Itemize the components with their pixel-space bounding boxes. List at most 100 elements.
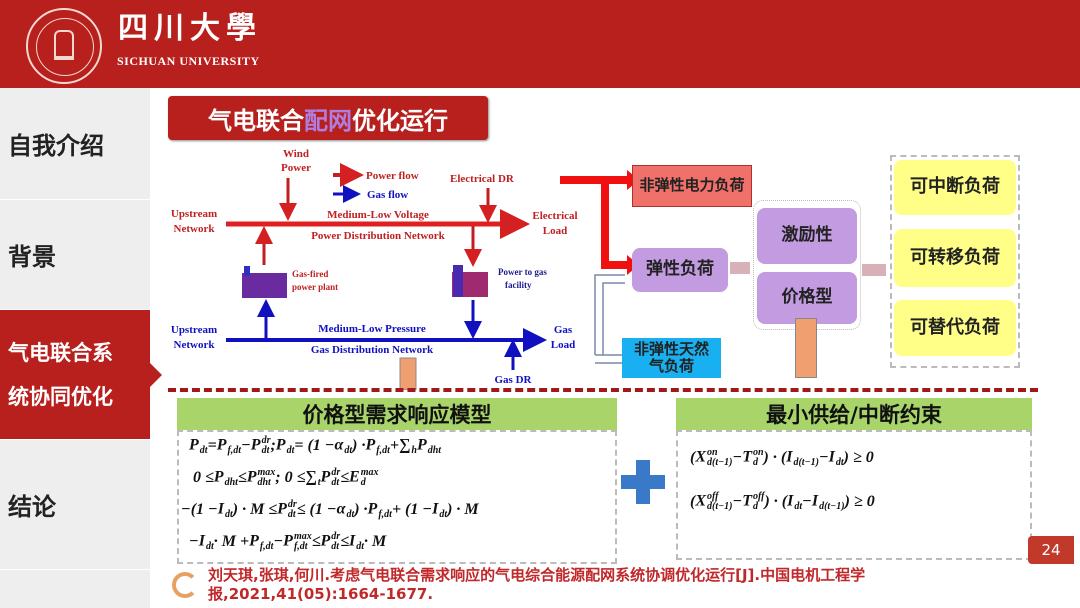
formula-token: ) ≥ 0 [843,448,874,466]
formula-token: · M + [213,532,250,550]
formula-token: − [189,532,199,550]
formula-token: α dt [336,500,355,520]
electrical-load-label: Electrical [532,210,577,222]
price-type-box: 价格型 [757,272,857,324]
shiftable-load-box: 可转移负荷 [894,229,1016,287]
citation-line: 刘天琪,张琪,何川.考虑气电联合需求响应的气电综合能源配网系统协调优化运行[J]… [208,566,866,584]
page-title: 气电联合配网优化运行 [168,96,488,140]
plus-icon [621,460,665,504]
sidebar-item-intro[interactable]: 自我介绍 [0,88,150,200]
formula-token: − [732,448,743,466]
formula-token: ) · [354,500,368,518]
down-connector-arrow [399,357,417,390]
formula-token: −(1 − [181,500,218,518]
gas-load-label: Load [551,339,575,351]
formula-token: · M [363,532,387,550]
formula-token: ) ≥ 0 [844,492,875,510]
formula-token: ) · ( [763,448,787,466]
university-name-en: SICHUAN UNIVERSITY [117,54,260,68]
down-connector-arrow [795,318,817,378]
sidebar-item-conclusion[interactable]: 结论 [0,440,150,570]
sidebar-item-label: 统协同优化 [8,384,113,409]
gas-load-label: Gas [554,324,573,336]
title-text: 优化运行 [352,106,448,135]
formula-token: − [818,448,829,466]
wind-power-label: Wind [283,148,309,160]
p2g-facility-icon [452,265,488,297]
inelastic-power-load-box: 非弹性电力负荷 [632,165,752,207]
sidebar-item-joint-optimization[interactable]: 气电联合系 统协同优化 [0,310,162,440]
gas-plant-icon [242,266,287,298]
arrow-icon [730,262,750,274]
formula-token: ≤ [311,532,321,550]
formula-token: P dht [416,436,442,456]
formula-token: I dt [198,532,214,552]
formula-token: − [802,492,812,510]
gas-plant-label: Gas-fired [292,269,328,279]
formula-token: ≤ [340,468,350,486]
interruptible-load-box: 可中断负荷 [894,160,1016,215]
incentive-type-box: 激励性 [757,208,857,264]
p2g-label: Power to gas [498,267,547,277]
formula-token: I dt [787,492,803,512]
title-highlight: 配网 [304,106,352,135]
page-number: 24 [1028,536,1074,564]
formula-token: = [207,436,217,454]
gas-network-label: Medium-Low Pressure [318,323,426,335]
formula-token: − [273,532,284,550]
formula-token: + (1 − [391,500,433,518]
formula-token: P f,dt [249,532,274,552]
formula-token: P dt [275,436,295,456]
formula-token: I dt [217,500,233,520]
formula-token: I dt [828,448,844,468]
substitutable-load-box: 可替代负荷 [894,300,1016,356]
sidebar-item-background[interactable]: 背景 [0,200,150,310]
gas-dr-label: Gas DR [495,374,533,386]
formula-token: ) · M ≤ [232,500,278,518]
university-seal-logo [26,8,102,84]
upstream-gas-label: Network [174,339,216,351]
formula-token: ≤ (1 − [296,500,337,518]
upstream-power-label: Network [174,223,216,235]
header-bar: 四川大學 SICHUAN UNIVERSITY [0,0,1080,88]
energy-network-diagram: Wind Power Power flow Gas flow Electrica… [171,148,578,390]
p2g-label: facility [505,280,532,290]
formula-token: ) · M [447,500,479,518]
upstream-power-label: Upstream [171,208,217,220]
formula-token: ∑ h [398,436,417,456]
formula-token: I d(t−1) [786,448,819,468]
formula-token: P dt [189,436,208,456]
formula-token: P f,dt [365,436,390,456]
formula-token: ( [690,448,696,466]
section-divider [168,388,1038,392]
gas-plant-label: power plant [292,282,338,292]
formula-token: ≤ [237,468,247,486]
title-text: 气电联合 [208,106,304,135]
formula-token: P f,dt [367,500,392,520]
formula-token: I dt [432,500,448,520]
formula-token: ) · ( [764,492,788,510]
power-network-label: Medium-Low Voltage [327,209,429,221]
power-network-label: Power Distribution Network [311,230,445,242]
formula-token: ; [270,436,276,454]
formula-token: − [732,492,743,510]
inelastic-gas-load-box: 非弹性天然气负荷 [622,338,721,378]
formula-token: 0 ≤ [193,468,214,486]
formula-token: ∑ t [305,468,321,488]
formula-token: I d(t−1) [811,492,845,512]
wind-power-label: Power [281,162,311,174]
formula-token: I dt [348,532,364,552]
formula-token: α dt [334,436,353,456]
price-model-title: 价格型需求响应模型 [177,398,617,430]
citation: 刘天琪,张琪,何川.考虑气电联合需求响应的气电综合能源配网系统协调优化运行[J]… [208,566,928,604]
